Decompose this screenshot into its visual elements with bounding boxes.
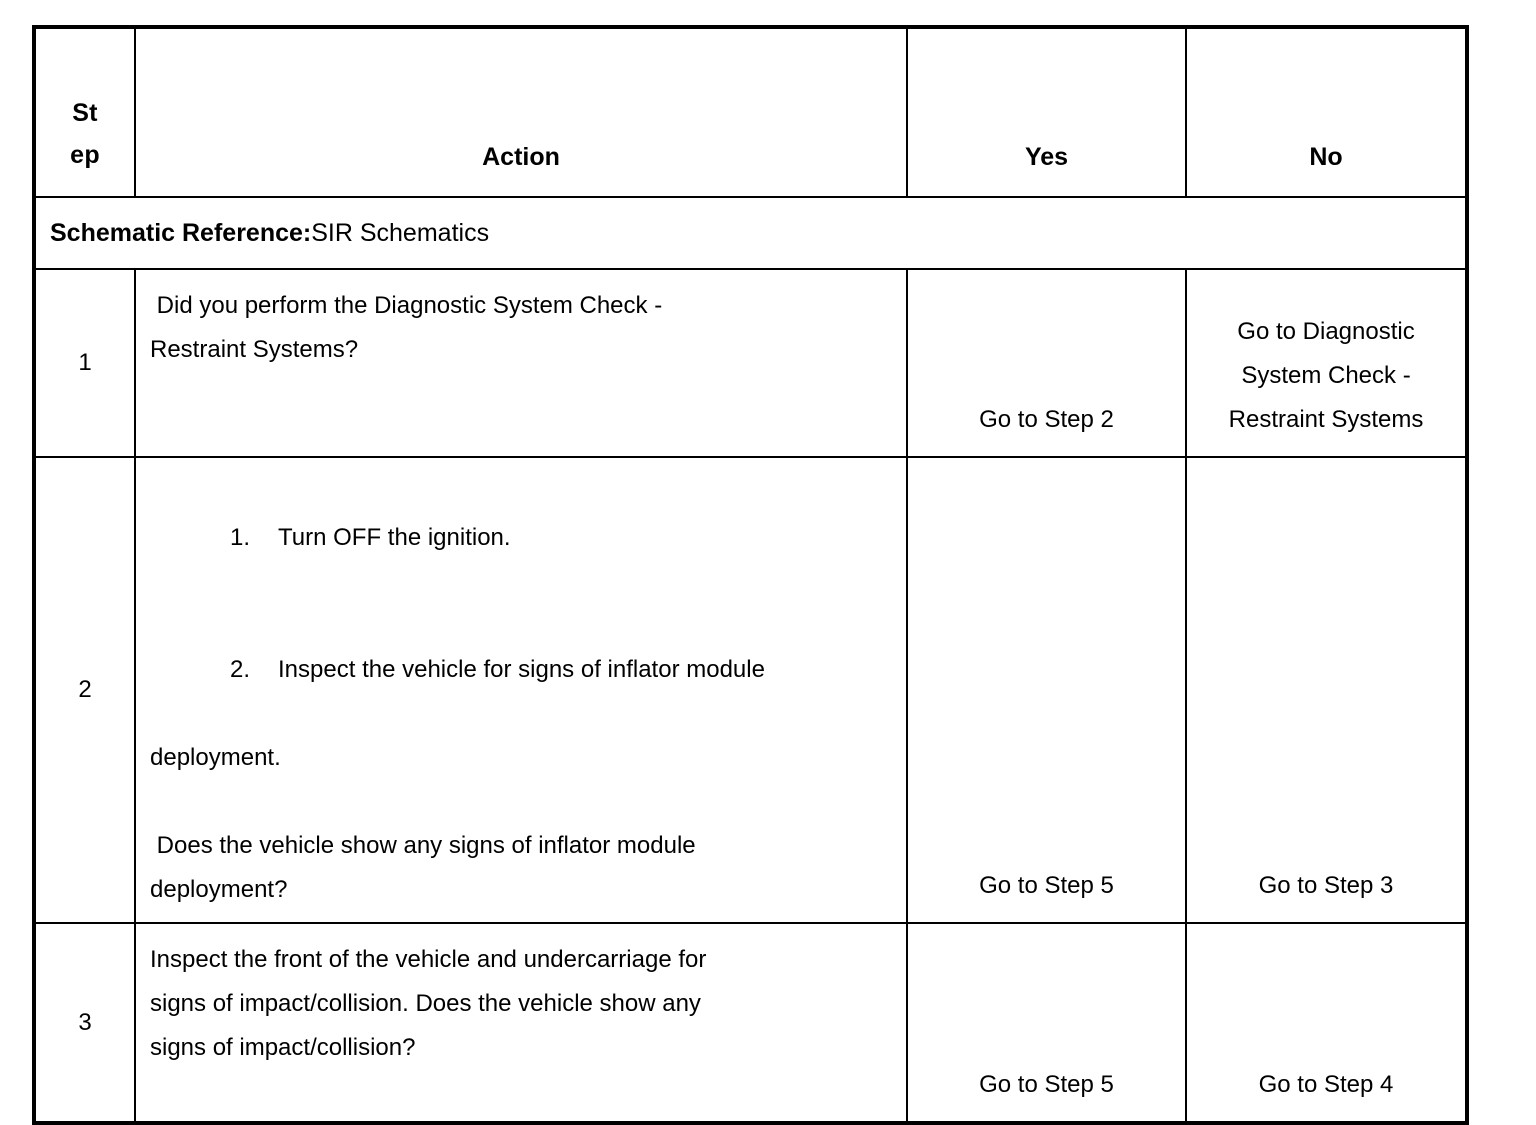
no-branch: Go to Diagnostic System Check - Restrain… — [1185, 268, 1468, 458]
action-line: signs of impact/collision? — [150, 1034, 416, 1061]
yes-branch: Go to Step 5 — [906, 922, 1187, 1124]
schematic-reference-row: Schematic Reference:SIR Schematics — [33, 196, 1468, 270]
column-header-no: No — [1185, 26, 1468, 198]
table-row: 3 Inspect the front of the vehicle and u… — [33, 922, 1468, 1124]
no-branch-line: Restraint Systems — [1228, 406, 1424, 433]
schematic-reference-label: Schematic Reference: — [50, 218, 312, 247]
schematic-reference-cell: Schematic Reference:SIR Schematics — [33, 196, 1468, 270]
no-branch: Go to Step 3 — [1185, 456, 1468, 924]
step-number: 1 — [33, 268, 136, 458]
column-header-yes: Yes — [906, 26, 1187, 198]
action-text: Did you perform the Diagnostic System Ch… — [134, 268, 908, 458]
yes-branch-line: Go to Step 5 — [979, 1071, 1114, 1098]
action-text: 1. Turn OFF the ignition. 2. Inspect the v… — [134, 456, 908, 924]
action-question-line: Does the vehicle show any signs of infla… — [150, 832, 696, 859]
action-text: Inspect the front of the vehicle and und… — [134, 922, 908, 1124]
action-spacer — [150, 780, 894, 824]
table-header-row: Step Action Yes No — [33, 26, 1468, 198]
action-item-marker: 2. — [230, 656, 251, 683]
no-branch-line: Go to Step 4 — [1258, 1071, 1394, 1098]
action-item-marker: 1. — [230, 524, 251, 551]
action-line: Inspect the front of the vehicle and und… — [150, 946, 707, 973]
action-question-line: deployment? — [150, 876, 288, 903]
step-number: 3 — [33, 922, 136, 1124]
schematic-reference-value: SIR Schematics — [311, 218, 490, 247]
action-line: Did you perform the Diagnostic System Ch… — [150, 292, 663, 319]
column-header-action: Action — [134, 26, 908, 198]
step-number: 2 — [33, 456, 136, 924]
yes-branch-line: Go to Step 2 — [979, 406, 1114, 433]
action-line: Restraint Systems? — [150, 336, 359, 363]
no-branch: Go to Step 4 — [1185, 922, 1468, 1124]
table-row: 2 1. Turn OFF the ignition. 2. Inspect the… — [33, 456, 1468, 924]
action-line: signs of impact/collision. Does the vehi… — [150, 990, 701, 1017]
yes-branch: Go to Step 2 — [906, 268, 1187, 458]
no-branch-line: Go to Diagnostic — [1237, 318, 1415, 345]
column-header-step-label: Step — [70, 99, 100, 169]
action-numbered-item: 1. Turn OFF the ignition. — [150, 472, 894, 604]
action-numbered-item: 2. Inspect the vehicle for signs of infla… — [150, 604, 894, 736]
yes-branch-line: Go to Step 5 — [979, 872, 1114, 899]
action-item-text: Inspect the vehicle for signs of inflato… — [278, 656, 765, 683]
diagnostic-procedure-table: Step Action Yes No Schematic Reference:S… — [32, 25, 1469, 1125]
column-header-step: Step — [33, 26, 136, 198]
no-branch-line: Go to Step 3 — [1258, 872, 1394, 899]
no-branch-line: System Check - — [1241, 362, 1411, 389]
page-canvas: Step Action Yes No Schematic Reference:S… — [32, 25, 1469, 1125]
table-row: 1 Did you perform the Diagnostic System … — [33, 268, 1468, 458]
action-item-text: Turn OFF the ignition. — [278, 524, 511, 551]
action-item-continuation: deployment. — [150, 744, 281, 771]
yes-branch: Go to Step 5 — [906, 456, 1187, 924]
